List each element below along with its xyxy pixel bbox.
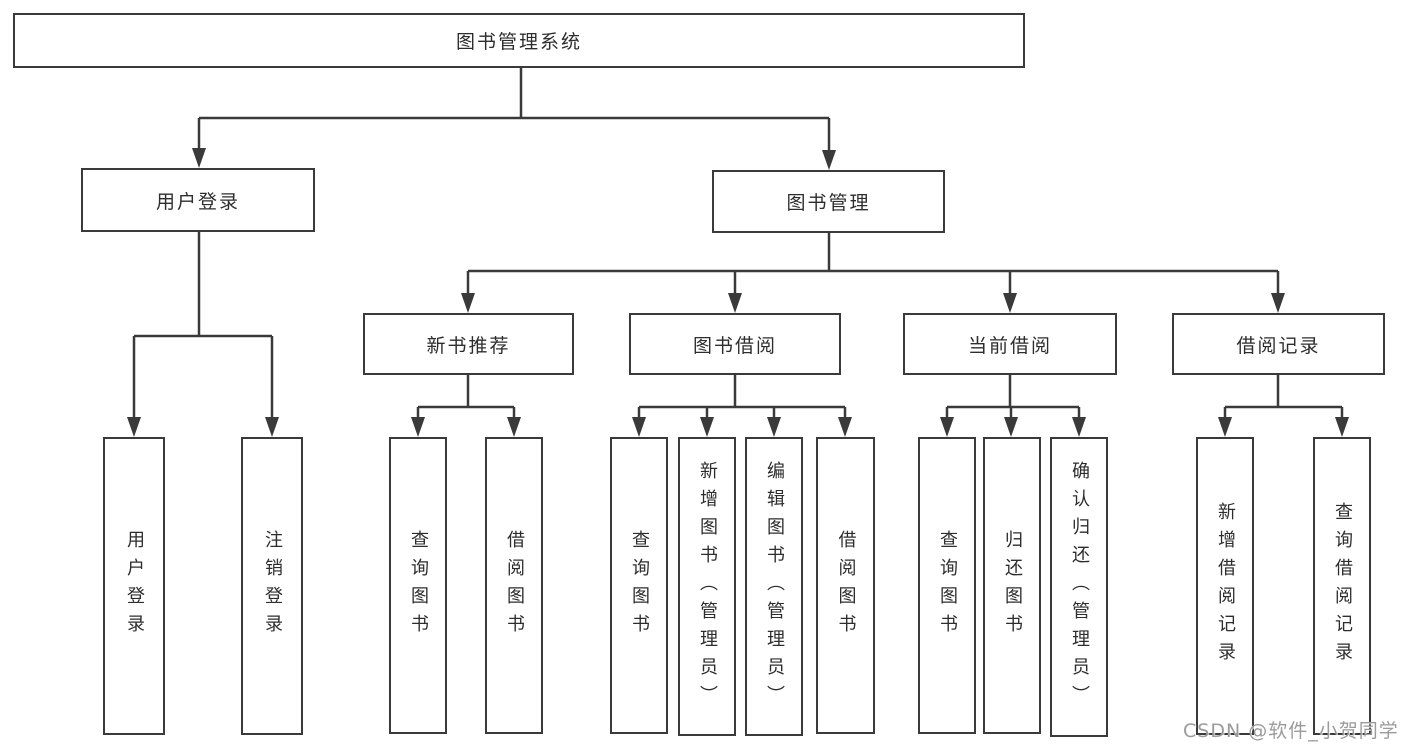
node-label: 查询图书: [629, 529, 650, 642]
node-label: 图书借阅: [692, 334, 777, 357]
node-label: 借阅图书: [504, 529, 525, 642]
node-label: 借阅记录: [1236, 334, 1321, 357]
node-label: 归还图书: [1002, 529, 1023, 642]
node-label: 注销登录: [262, 530, 283, 642]
node-leaf-confirm-return-admin: 确认归还（管理员）: [1050, 437, 1108, 737]
node-library-management-system: 图书管理系统: [13, 13, 1025, 68]
node-leaf-add-book-admin: 新增图书（管理员）: [678, 437, 736, 736]
node-label: 用户登录: [124, 530, 145, 642]
node-leaf-add-borrow-record: 新增借阅记录: [1196, 437, 1254, 735]
node-current-borrowing: 当前借阅: [903, 313, 1117, 375]
node-label: 新增图书（管理员）: [697, 460, 718, 713]
node-label: 图书管理: [786, 192, 871, 214]
node-user-login: 用户登录: [81, 168, 315, 232]
node-leaf-edit-book-admin: 编辑图书（管理员）: [745, 437, 803, 736]
node-label: 当前借阅: [967, 334, 1052, 357]
node-book-management: 图书管理: [712, 170, 945, 233]
node-label: 查询图书: [937, 529, 958, 642]
node-label: 图书管理系统: [455, 31, 582, 53]
node-leaf-query-borrow-record: 查询借阅记录: [1313, 437, 1371, 735]
node-label: 新增借阅记录: [1215, 502, 1236, 670]
csdn-watermark: CSDN @软件_小贺同学: [1183, 720, 1399, 742]
node-leaf-return-book: 归还图书: [983, 437, 1041, 734]
node-label: 查询借阅记录: [1332, 502, 1353, 670]
node-leaf-borrow-book-borrowing: 借阅图书: [816, 437, 875, 734]
node-book-borrowing: 图书借阅: [629, 313, 841, 375]
node-leaf-query-book-borrowing: 查询图书: [610, 437, 668, 734]
node-leaf-query-book-current: 查询图书: [918, 437, 976, 734]
arrowheads: [127, 148, 1349, 437]
node-new-book-recommend: 新书推荐: [363, 313, 574, 375]
node-label: 查询图书: [408, 529, 429, 642]
node-leaf-borrow-book-recommend: 借阅图书: [485, 437, 543, 734]
node-leaf-logout: 注销登录: [241, 437, 303, 735]
node-label: 借阅图书: [835, 529, 857, 642]
node-label: 编辑图书（管理员）: [764, 460, 785, 713]
node-label: 用户登录: [155, 190, 240, 213]
node-leaf-query-book-recommend: 查询图书: [389, 437, 447, 734]
node-label: 新书推荐: [426, 334, 511, 357]
node-label: 确认归还（管理员）: [1069, 461, 1090, 713]
node-borrowing-records: 借阅记录: [1172, 313, 1385, 375]
node-leaf-user-login: 用户登录: [103, 437, 165, 735]
